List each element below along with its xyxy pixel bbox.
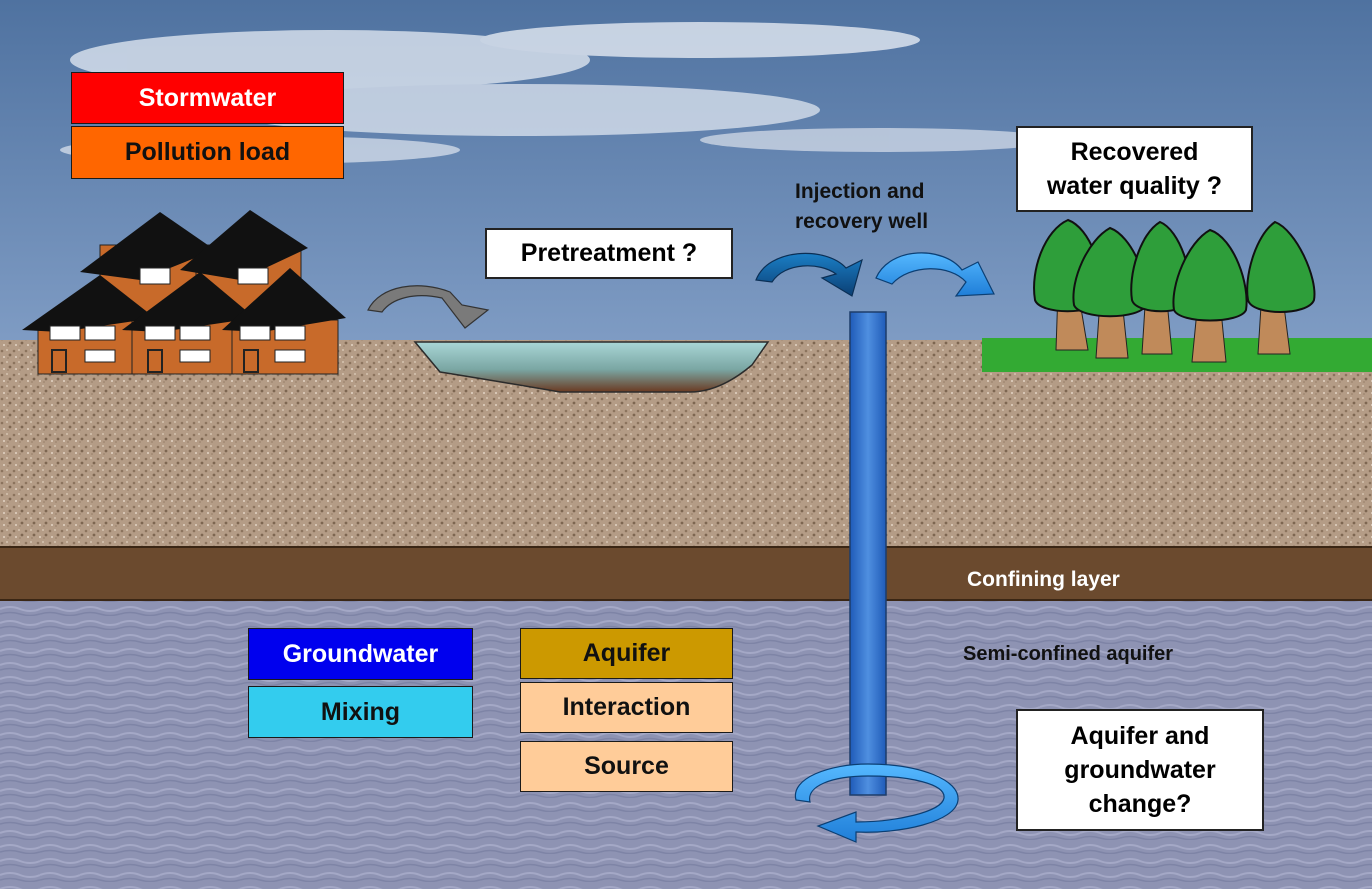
- injection-well-label: Injection and recovery well: [795, 180, 929, 233]
- aquifer-label: Aquifer: [582, 639, 671, 667]
- source-box: Source: [520, 741, 733, 792]
- mixing-box: Mixing: [248, 686, 473, 738]
- groundwater-box: Groundwater: [248, 628, 473, 680]
- injection-arrow-icon: [755, 252, 863, 297]
- confining-layer-band: [0, 546, 1372, 600]
- aquifer-change-box: Aquifer and groundwater change?: [1016, 709, 1264, 831]
- stormwater-box: Stormwater: [71, 72, 344, 124]
- houses-icon: [22, 210, 346, 375]
- groundwater-label: Groundwater: [282, 639, 439, 668]
- trees-icon: [1033, 218, 1316, 363]
- mixing-label: Mixing: [320, 697, 401, 726]
- pond-icon: [413, 341, 770, 393]
- recovery-arrow-icon: [875, 252, 995, 297]
- stormwater-label: Stormwater: [138, 83, 277, 112]
- interaction-box: Interaction: [520, 682, 733, 733]
- well-icon: [849, 311, 887, 796]
- pretreatment-box: Pretreatment ?: [485, 228, 733, 279]
- pollution-load-box: Pollution load: [71, 126, 344, 179]
- aquifer-box: Aquifer: [520, 628, 733, 679]
- arrow-icon: [367, 285, 490, 329]
- circular-arrow-icon: [794, 763, 959, 843]
- recovered-quality-box: Recovered water quality ?: [1016, 126, 1253, 212]
- pretreatment-label: Pretreatment ?: [520, 239, 698, 267]
- semi-confined-aquifer-label: Semi-confined aquifer: [963, 643, 1174, 665]
- pollution-load-label: Pollution load: [124, 138, 291, 166]
- confining-layer-label: Confining layer: [967, 568, 1120, 591]
- source-label: Source: [584, 752, 669, 780]
- grass: [982, 338, 1372, 372]
- interaction-label: Interaction: [562, 693, 691, 721]
